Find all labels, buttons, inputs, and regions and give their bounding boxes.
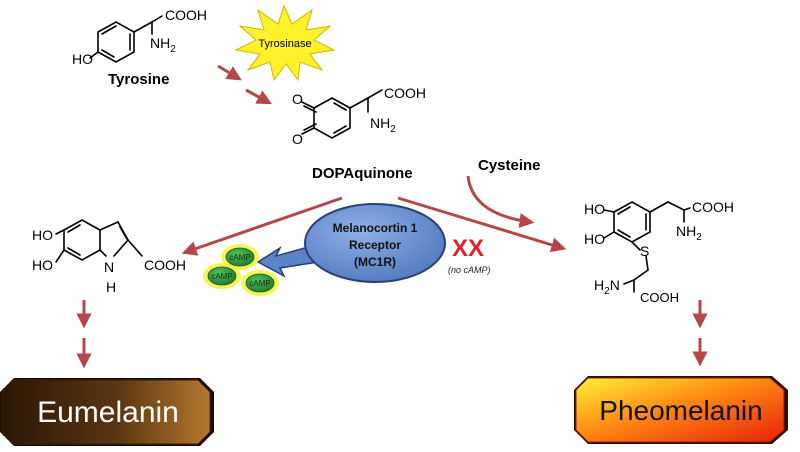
indole-h: H (106, 279, 116, 295)
arrow-tyr-1 (217, 64, 242, 81)
camp-label: cAMP (211, 272, 232, 281)
camp-bubble (225, 247, 255, 267)
mc1r-line2: Receptor (349, 238, 401, 252)
no-camp-label: (no cAMP) (448, 265, 491, 275)
tyrosinase-label: Tyrosinase (258, 38, 311, 50)
camp-bubble (245, 273, 275, 293)
indole-n: N (104, 259, 114, 275)
cysteinyldopa-s: S (640, 243, 649, 259)
pheomelanin-box: Pheomelanin (574, 376, 788, 444)
tyrosinase-burst-icon (234, 4, 336, 82)
tyrosine-label: Tyrosine (108, 71, 169, 88)
camp-cluster: cAMP cAMP cAMP (203, 244, 279, 296)
camp-label: cAMP (229, 253, 250, 262)
cysteinyldopa-h2n: H2N (594, 277, 620, 297)
tyrosine-ho: HO (72, 51, 93, 67)
cysteinyldopa-ho-bottom: HO (584, 231, 605, 247)
cysteine-label: Cysteine (478, 157, 541, 174)
mc1r-signal-arrow (256, 245, 320, 278)
cysteine-arrow (466, 175, 535, 228)
arrow-to-eumelanin-branch (181, 196, 343, 256)
indole-ho-top: HO (32, 227, 53, 243)
arrow-tyr-2 (245, 88, 272, 105)
arrow-to-pheomelanin-branch (397, 196, 567, 253)
indole-structure: HO HO N H COOH (32, 219, 186, 295)
tyrosine-nh2: NH2 (150, 35, 176, 55)
cysteinyldopa-nh2: NH2 (676, 223, 702, 243)
mc1r-line1: Melanocortin 1 (333, 221, 418, 235)
pheomelanin-label: Pheomelanin (599, 395, 762, 426)
cysteinyldopa-cooh-top: COOH (692, 199, 734, 215)
tyrosinase-badge: Tyrosinase (234, 4, 336, 82)
cysteinyldopa-cooh-bottom: COOH (640, 290, 679, 305)
cysteinyldopa-structure: HO HO COOH NH2 S H2N COOH (584, 199, 734, 305)
mc1r-receptor: Melanocortin 1 Receptor (MC1R) (256, 203, 446, 283)
eumelanin-label: Eumelanin (37, 396, 179, 429)
dopaquinone-cooh: COOH (384, 85, 426, 101)
tyrosine-structure: COOH NH2 HO Tyrosine (72, 7, 207, 88)
tyrosine-cooh: COOH (165, 7, 207, 23)
camp-label: cAMP (249, 279, 270, 288)
dopaquinone-o-top: O (292, 91, 303, 107)
eumelanin-box: Eumelanin (0, 378, 214, 446)
indole-cooh: COOH (144, 257, 186, 273)
dopaquinone-label: DOPAquinone (312, 165, 413, 182)
dopaquinone-structure: O O COOH NH2 DOPAquinone (292, 85, 426, 182)
cysteinyldopa-ho-top: HO (584, 201, 605, 217)
dopaquinone-o-bottom: O (292, 131, 303, 147)
blocked-x-marks: XX (452, 235, 484, 262)
mc1r-line3: (MC1R) (354, 255, 396, 269)
indole-ho-bottom: HO (32, 257, 53, 273)
camp-bubble (207, 266, 237, 286)
dopaquinone-nh2: NH2 (370, 115, 396, 135)
